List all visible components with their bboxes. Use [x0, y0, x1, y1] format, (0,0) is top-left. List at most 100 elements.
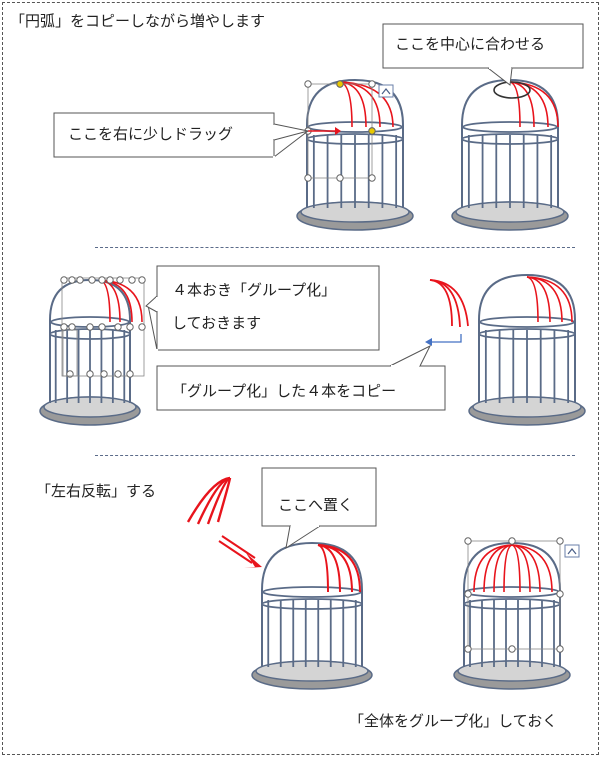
- cage-3-handle: [60, 276, 68, 284]
- cage-1-yellow-handle: [368, 127, 376, 135]
- cage-3-inner-selection: [62, 329, 78, 377]
- cage-6-arc: [511, 544, 553, 593]
- cage-5-upper-ring: [262, 586, 362, 598]
- place-arrow-lines: [218, 535, 256, 564]
- cage-3-arc: [99, 279, 111, 323]
- cage-6-mid-ring: [463, 598, 561, 610]
- cage-1-dome: [306, 78, 404, 208]
- callout-center-text: ここを中心に合わせる: [395, 35, 546, 53]
- cage-6-handle: [464, 537, 472, 545]
- cage-3-handle: [68, 276, 76, 284]
- place-arrow-head: [244, 553, 262, 568]
- cage-3-handle: [116, 276, 124, 284]
- copied-arc: [429, 279, 461, 328]
- callout-copy4-tail: [389, 344, 432, 367]
- cage-6-upper-ring: [464, 586, 560, 598]
- cage-4-upper-ring: [479, 316, 575, 328]
- cage-3-handle: [66, 370, 74, 378]
- cage-1-mid-ring: [306, 133, 404, 145]
- callout-group4-pointer: [145, 295, 158, 313]
- cage-1-yellow-handle: [336, 80, 344, 88]
- cage-6-base-top: [457, 660, 567, 682]
- cage-5-arc: [317, 544, 361, 593]
- cage-3-handle: [126, 370, 134, 378]
- section-divider-2: [95, 455, 575, 456]
- callout-drag-box: [53, 112, 275, 158]
- callout-group4-line1: ４本おき「グループ化」: [172, 281, 337, 299]
- cage-3-handle: [86, 323, 94, 331]
- group-all-label: 「全体をグループ化」しておく: [349, 712, 558, 730]
- cage-5-base-top: [255, 660, 369, 682]
- cage-3-handle: [88, 276, 96, 284]
- flipped-arc: [216, 477, 232, 523]
- copy-arrow-head: [425, 338, 432, 346]
- cage-3-handle: [86, 370, 94, 378]
- copied-arc: [429, 279, 469, 327]
- cage-1-handle: [368, 80, 376, 88]
- cage-3-handle: [98, 323, 106, 331]
- callout-place-box: [261, 467, 377, 527]
- cage-3-handle: [126, 323, 134, 331]
- cage-4-dome: [478, 273, 576, 403]
- cage-6-handle: [556, 645, 564, 653]
- callout-place-tail: [285, 525, 321, 550]
- drag-arrow-head: [335, 127, 341, 135]
- cage-4-arc: [526, 276, 563, 323]
- cage-3-handle: [114, 370, 122, 378]
- callout-group4-line2: しておきます: [172, 314, 262, 332]
- layout-options-icon: [564, 544, 580, 558]
- cage-6-handle: [556, 537, 564, 545]
- cage-6-arc: [493, 544, 513, 593]
- cage-3-handle: [106, 276, 114, 284]
- cage-3-handle: [76, 276, 84, 284]
- cage-6-handle: [464, 590, 472, 598]
- cage-5-mid-ring: [261, 598, 363, 610]
- cage-3-handle: [60, 323, 68, 331]
- cage-2-upper-ring: [462, 121, 558, 133]
- callout-group4-box: [156, 265, 380, 351]
- flip-label: 「左右反転」する: [36, 482, 157, 500]
- layout-options-icon-glyph: [567, 548, 577, 555]
- layout-options-icon: [378, 84, 394, 98]
- copied-arc: [429, 279, 453, 327]
- center-marker-ellipse: [493, 81, 531, 99]
- cage-1-handle: [336, 174, 344, 182]
- cage-6-handle: [464, 645, 472, 653]
- cage-5-arc: [317, 544, 329, 593]
- cage-1-arc: [339, 81, 353, 128]
- cage-6-arc: [503, 544, 513, 593]
- cage-5-dome: [261, 541, 363, 667]
- callout-drag-pointer: [273, 123, 309, 141]
- cage-1-arc: [339, 81, 381, 128]
- cage-3-handle: [68, 323, 76, 331]
- section-divider-1: [95, 247, 575, 248]
- layout-options-icon-glyph: [381, 88, 391, 95]
- cage-6-handle: [556, 590, 564, 598]
- cage-4-arc: [526, 276, 539, 323]
- cage-1-handle: [368, 174, 376, 182]
- cage-3-handle: [98, 276, 106, 284]
- callout-drag-text: ここを右に少しドラッグ: [68, 125, 234, 143]
- cage-3-handle: [114, 323, 122, 331]
- cage-2-arc: [509, 81, 521, 128]
- cage-6-arc: [511, 544, 521, 593]
- cage-6-handle: [508, 537, 516, 545]
- cage-3-handle: [138, 323, 146, 331]
- cage-2-mid-ring: [461, 133, 559, 145]
- callout-copy4-box: [156, 365, 446, 411]
- callout-center-box: [382, 23, 584, 69]
- diagram-title: 「円弧」をコピーしながら増やします: [10, 12, 266, 30]
- cage-3-handle: [128, 276, 136, 284]
- callout-copy4-text: 「グループ化」した４本をコピー: [172, 382, 397, 400]
- cage-3-handle: [138, 276, 146, 284]
- cage-1-handle: [304, 80, 312, 88]
- cage-4-arc: [526, 276, 573, 323]
- callout-place-text: ここへ置く: [278, 496, 354, 514]
- callout-center-tail: [487, 67, 513, 86]
- cage-6-arc: [511, 544, 531, 593]
- cage-3-handle: [100, 370, 108, 378]
- cage-6-handle: [508, 645, 516, 653]
- cage-4-mid-ring: [478, 328, 576, 340]
- cage-1-handle: [304, 174, 312, 182]
